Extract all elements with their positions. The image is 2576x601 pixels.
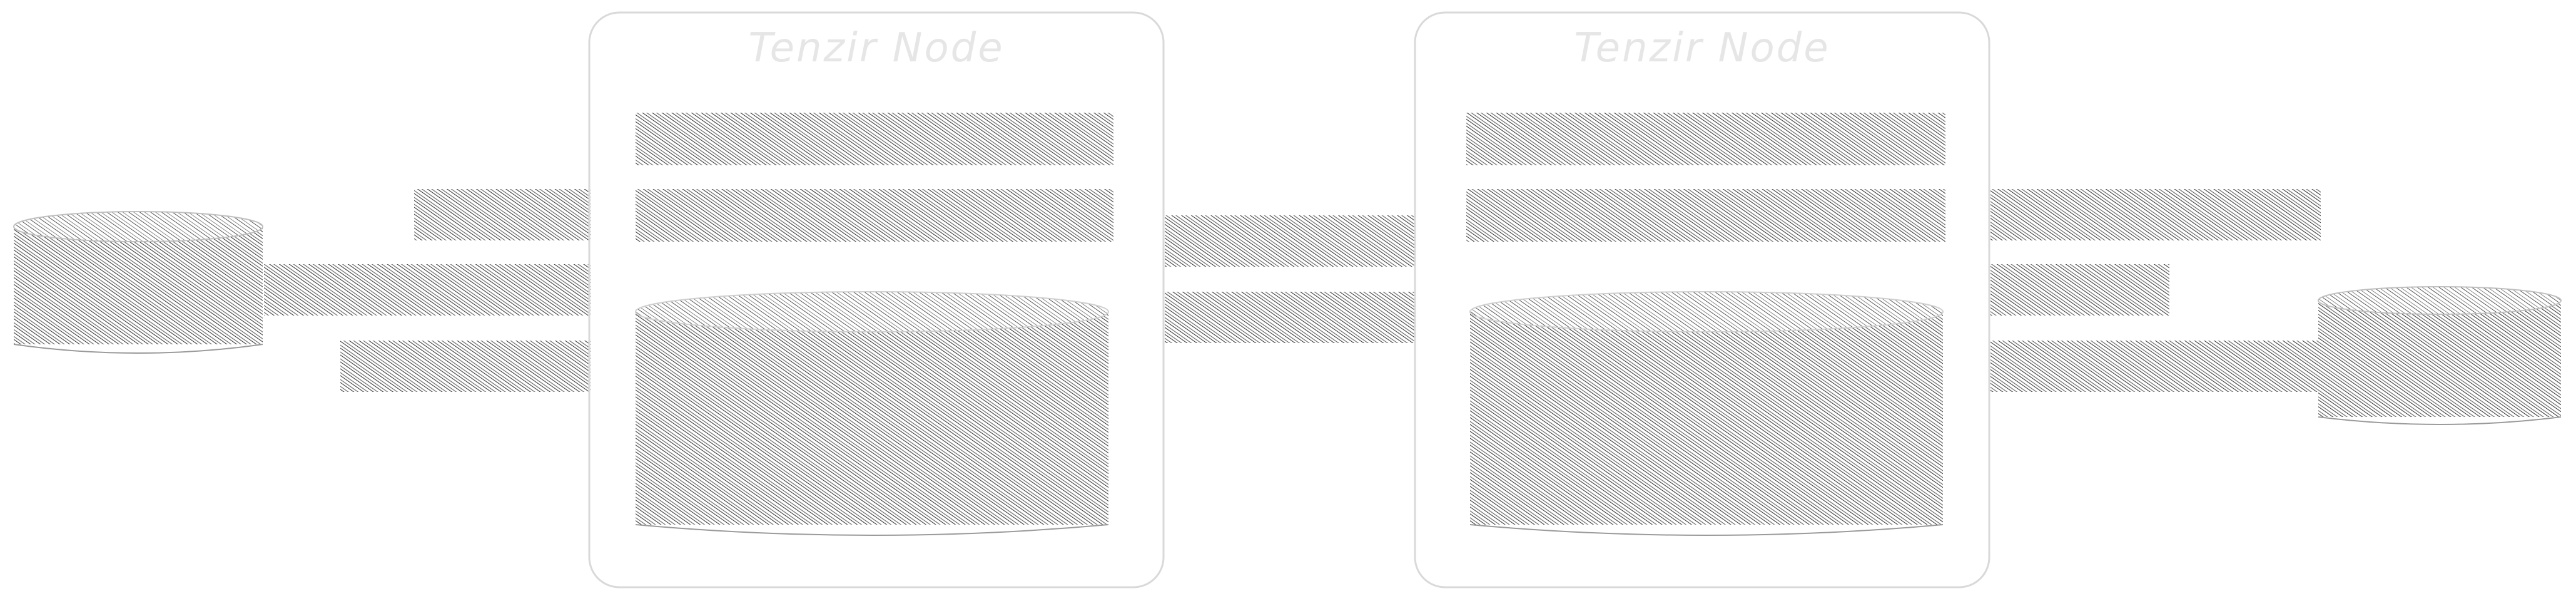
input-stream-bottom bbox=[340, 341, 591, 392]
tenzir-node-2: Tenzir Node bbox=[1414, 11, 1990, 588]
input-stream-middle bbox=[264, 264, 591, 316]
inter-node-streams bbox=[1165, 215, 1415, 343]
source-database-icon bbox=[13, 211, 263, 354]
tenzir-node-1: Tenzir Node bbox=[588, 11, 1165, 588]
node-2-pipeline-bottom bbox=[1466, 189, 1945, 242]
output-stream-middle bbox=[1990, 264, 2169, 316]
node-2-storage-icon bbox=[1469, 291, 1944, 536]
node-2-title: Tenzir Node bbox=[1574, 25, 1830, 71]
inter-node-stream-top bbox=[1165, 215, 1415, 267]
input-stream-top bbox=[414, 189, 591, 240]
input-streams bbox=[264, 189, 591, 392]
node-2-pipeline-top bbox=[1466, 113, 1945, 165]
node-1-pipeline-bottom bbox=[636, 189, 1113, 242]
output-stream-bottom bbox=[1990, 341, 2321, 392]
output-stream-top bbox=[1990, 189, 2321, 240]
node-1-title: Tenzir Node bbox=[748, 25, 1004, 71]
inter-node-stream-bottom bbox=[1165, 292, 1415, 343]
node-1-storage-icon bbox=[635, 291, 1109, 536]
node-1-pipeline-top bbox=[636, 113, 1113, 165]
sink-database-icon bbox=[2318, 286, 2562, 425]
output-streams bbox=[1990, 189, 2321, 392]
